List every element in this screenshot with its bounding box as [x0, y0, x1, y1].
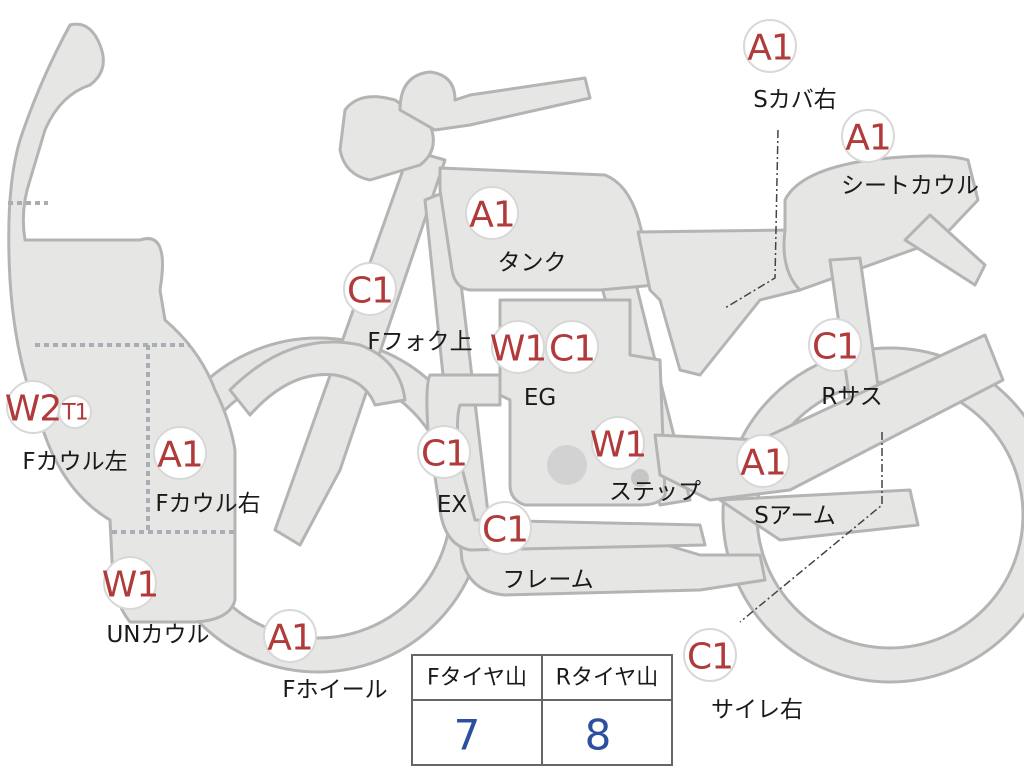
- damage-badges: A1 Sカバ右 A1 シートカウル A1 タンク C1 Fフォク上 W1 C1 …: [5, 19, 979, 723]
- badge-label: シートカウル: [841, 173, 979, 199]
- badge-label: Fホイール: [282, 677, 387, 703]
- engine-cover: [547, 445, 587, 485]
- badge-code: C1: [687, 637, 733, 678]
- badge-f-cowl-left-t: T1 Fカウル左: [22, 395, 128, 475]
- badge-f-fork-upper: C1 Fフォク上: [343, 262, 473, 355]
- rear-tire-value: 8: [585, 711, 612, 760]
- badge-step: W1 ステップ: [590, 416, 701, 505]
- badge-label: サイレ右: [711, 697, 803, 723]
- badge-label: EX: [437, 492, 468, 518]
- badge-code: A1: [845, 118, 891, 159]
- badge-label: タンク: [498, 250, 567, 276]
- badge-code: A1: [469, 195, 515, 236]
- badge-frame: C1 フレーム: [478, 501, 594, 593]
- badge-label: UNカウル: [106, 622, 209, 648]
- badge-code: C1: [347, 271, 393, 312]
- badge-code: A1: [740, 443, 786, 484]
- badge-ex: C1 EX: [417, 425, 471, 518]
- badge-un-cowl: W1 UNカウル: [102, 556, 210, 648]
- badge-silencer-right: C1 サイレ右: [683, 628, 803, 723]
- front-fender: [228, 340, 407, 417]
- badge-eg-c: C1 EG: [524, 320, 599, 411]
- front-tire-value: 7: [454, 711, 481, 760]
- badge-label: Fカウル左: [22, 449, 127, 475]
- rear-tire-header: Rタイヤ山: [556, 666, 659, 691]
- badge-label: Fカウル右: [155, 491, 260, 517]
- badge-label: フレーム: [502, 567, 593, 593]
- badge-code: T1: [61, 401, 87, 426]
- badge-code: A1: [747, 28, 793, 69]
- badge-label: Sカバ右: [753, 87, 837, 113]
- badge-code: A1: [157, 435, 203, 476]
- badge-f-cowl-right: A1 Fカウル右: [153, 426, 261, 517]
- badge-s-cover-right: A1 Sカバ右: [743, 19, 837, 113]
- badge-f-cowl-left-w: W2: [5, 380, 62, 434]
- badge-label: ステップ: [609, 479, 701, 505]
- tire-tread-table: Fタイヤ山 Rタイヤ山 7 8: [411, 654, 673, 766]
- badge-label: Fフォク上: [367, 329, 472, 355]
- badge-code: W1: [102, 565, 159, 606]
- handlebar: [398, 70, 592, 132]
- badge-code: C1: [421, 434, 467, 475]
- badge-label: Rサス: [821, 384, 883, 410]
- badge-label: Sアーム: [754, 503, 836, 529]
- badge-eg-w: W1: [490, 320, 547, 374]
- side-cover: [636, 228, 802, 377]
- badge-code: C1: [812, 327, 858, 368]
- badge-code: A1: [267, 618, 313, 659]
- swing-arm-lower: [718, 488, 920, 542]
- headlight: [338, 95, 435, 182]
- badge-code: W1: [590, 425, 647, 466]
- badge-code: C1: [549, 329, 595, 370]
- exhaust-pipe: [425, 373, 707, 552]
- badge-r-suspension: C1 Rサス: [808, 318, 883, 410]
- badge-code: W2: [5, 389, 62, 430]
- seat-cowl-shape: [782, 154, 980, 292]
- badge-seat-cowl: A1 シートカウル: [841, 109, 979, 199]
- badge-s-arm: A1 Sアーム: [736, 434, 836, 529]
- badge-f-wheel: A1 Fホイール: [263, 609, 388, 703]
- front-tire-header: Fタイヤ山: [427, 666, 527, 691]
- badge-label: EG: [524, 385, 556, 411]
- tail-fin: [903, 213, 987, 287]
- badge-code: W1: [490, 329, 547, 370]
- badge-code: C1: [482, 510, 528, 551]
- badge-tank: A1 タンク: [465, 186, 567, 276]
